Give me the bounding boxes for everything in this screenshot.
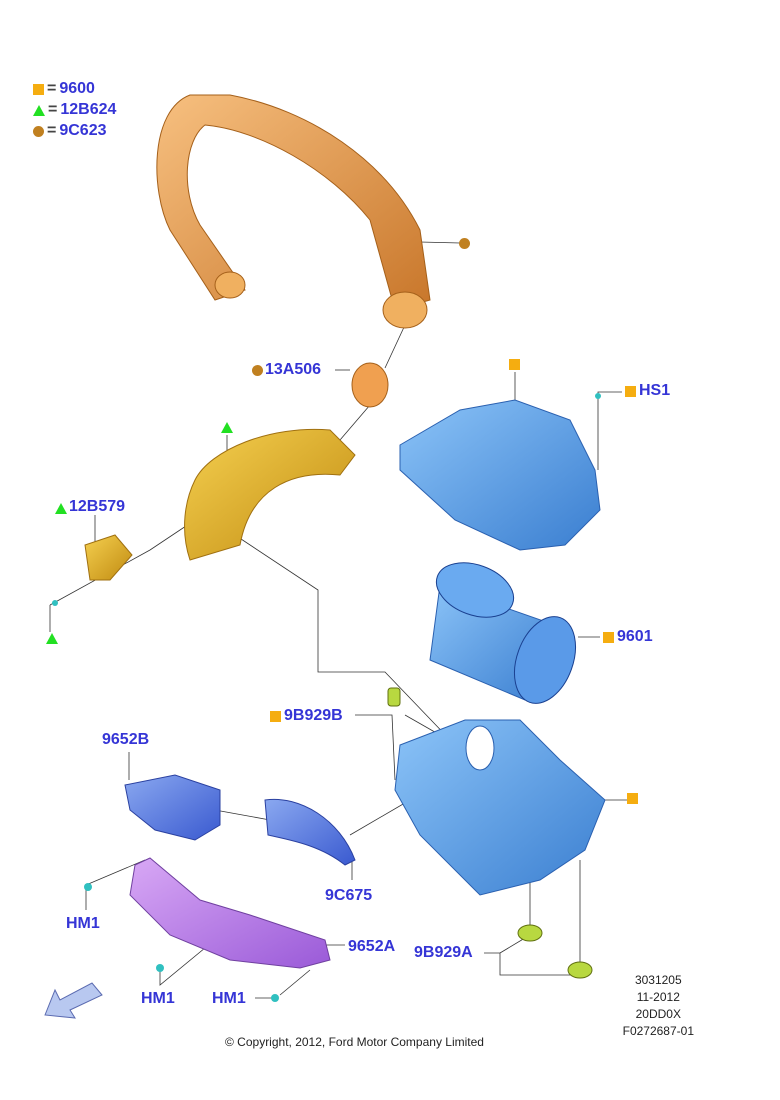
- air-filter-element-part: [429, 562, 576, 704]
- square-marker-icon: [509, 359, 520, 370]
- air-cleaner-cover-part: [399, 399, 601, 551]
- illustration-reference: 3031205 11-2012 20DD0X F0272687-01: [623, 972, 694, 1040]
- callout-9C675: 9C675: [325, 887, 373, 904]
- legend-item-12B624: = 12B624: [33, 101, 116, 119]
- callout-9652A: 9652A: [348, 938, 396, 955]
- grommet-9B929A-1: [517, 924, 543, 942]
- duct-9C675-part: [264, 798, 356, 866]
- copyright-notice: © Copyright, 2012, Ford Motor Company Li…: [225, 1035, 484, 1049]
- legend-item-9600: = 9600: [33, 80, 95, 98]
- square-marker-icon: [627, 793, 638, 804]
- grommet-9B929B: [387, 687, 401, 707]
- legend-part-number: 12B624: [60, 101, 117, 118]
- air-cleaner-body-part: [394, 719, 606, 896]
- square-icon: [33, 83, 44, 95]
- air-hose-part: [184, 428, 356, 561]
- triangle-icon: [33, 104, 45, 116]
- callout-9601: 9601: [617, 628, 653, 645]
- callout-13A506: 13A506: [265, 361, 322, 378]
- callout-12B579: 12B579: [69, 498, 126, 515]
- tube-inlet: [214, 271, 246, 299]
- callout-HM1: HM1: [66, 915, 100, 932]
- clamp-13A506: [351, 362, 389, 408]
- figure-id: F0272687-01: [622, 1024, 694, 1038]
- callout-HM1: HM1: [141, 990, 175, 1007]
- legend-part-number: 9C623: [59, 122, 107, 139]
- circle-icon: [252, 365, 263, 376]
- front-direction-arrow-icon: [44, 982, 103, 1019]
- reference-number: 3031205: [634, 973, 682, 987]
- reference-date: 11-2012: [636, 990, 680, 1004]
- equals-sign: =: [48, 101, 58, 118]
- equals-sign: =: [47, 122, 57, 139]
- clip-fasteners: [52, 393, 601, 1002]
- air-duct-9652A-part: [129, 857, 331, 969]
- callout-9B929A: 9B929A: [414, 944, 473, 961]
- tube-outlet: [382, 291, 428, 329]
- callout-HS1: HS1: [639, 382, 671, 399]
- equals-sign: =: [47, 80, 57, 97]
- air-intake-tube-part: [156, 94, 431, 311]
- triangle-marker-icon: [46, 633, 58, 644]
- circle-icon: [33, 125, 44, 137]
- callout-9652B: 9652B: [102, 731, 150, 748]
- legend-part-number: 9600: [59, 80, 95, 97]
- grommet-9B929A-2: [567, 961, 593, 979]
- legend-item-9C623: = 9C623: [33, 122, 107, 140]
- callout-9B929B: 9B929B: [284, 707, 343, 724]
- square-icon: [603, 632, 614, 643]
- bracket-12B579: [84, 534, 133, 581]
- air-duct-9652B-part: [124, 774, 221, 841]
- reference-code: 20DD0X: [635, 1007, 681, 1021]
- callout-HM1: HM1: [212, 990, 246, 1007]
- square-icon: [270, 711, 281, 722]
- triangle-icon: [55, 503, 67, 514]
- square-icon: [625, 386, 636, 397]
- triangle-marker-icon: [221, 422, 233, 433]
- circle-marker-icon: [459, 238, 470, 249]
- body-opening: [465, 725, 495, 771]
